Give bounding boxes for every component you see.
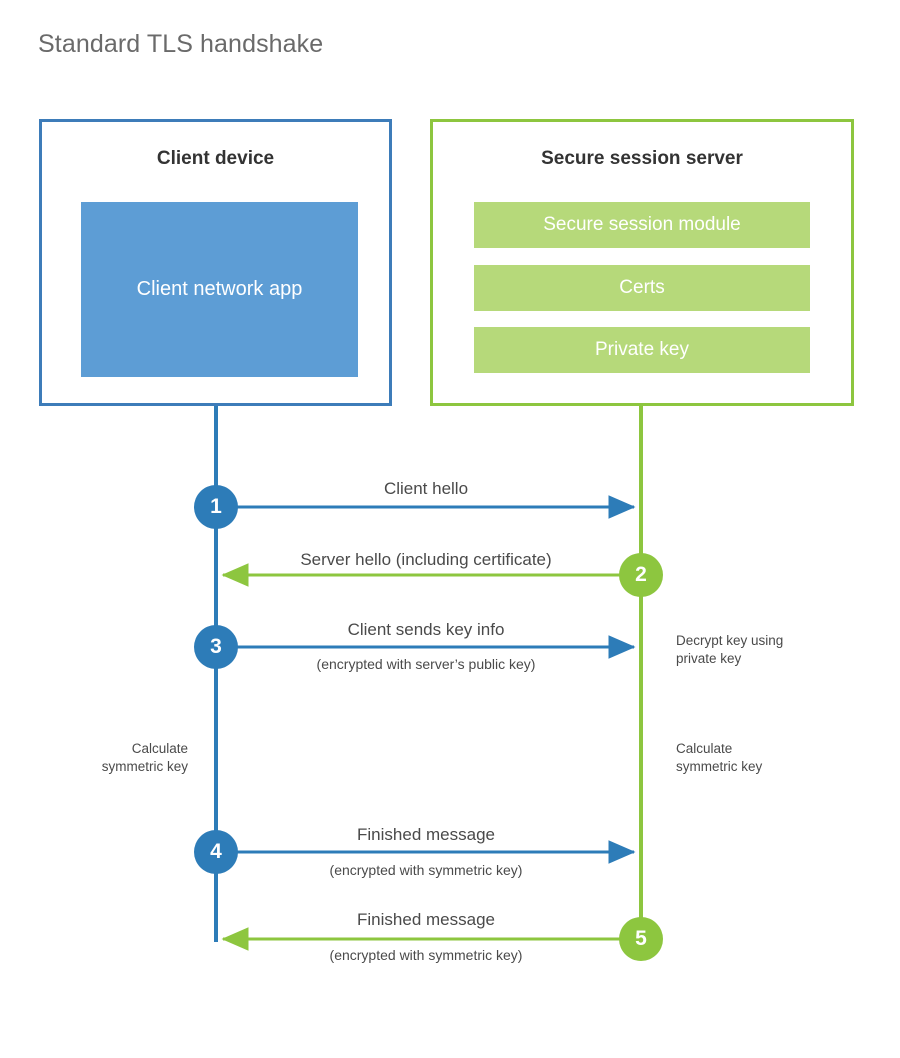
step-circle-2[interactable]: 2 — [619, 553, 663, 597]
message-label-step-1: Client hello — [383, 479, 469, 498]
secure-session-server-box: Secure session server Secure session mod… — [430, 119, 854, 406]
client-device-title: Client device — [156, 148, 275, 169]
message-sublabel-step-5: (encrypted with symmetric key) — [329, 947, 523, 963]
client-device-box: Client device Client network app — [39, 119, 392, 406]
message-label-step-5: Finished message — [357, 910, 495, 929]
server-component-private-key: Private key — [474, 327, 810, 373]
annotation-server-calculate-symmetric-key: Calculate symmetric key — [676, 741, 763, 775]
client-network-app-block: Client network app — [81, 202, 358, 377]
annotation-decrypt-key: Decrypt key using private key — [676, 633, 784, 667]
annotation-client-calculate-symmetric-key: Calculate symmetric key — [101, 741, 188, 775]
message-sublabel-step-3: (encrypted with server’s public key) — [316, 656, 536, 672]
step-circle-1[interactable]: 1 — [194, 485, 238, 529]
message-label-step-4: Finished message — [357, 825, 495, 844]
server-component-certs: Certs — [474, 265, 810, 311]
step-circle-3[interactable]: 3 — [194, 625, 238, 669]
message-sublabel-step-4: (encrypted with symmetric key) — [329, 862, 523, 878]
step-circle-5[interactable]: 5 — [619, 917, 663, 961]
page-title: Standard TLS handshake — [38, 30, 324, 58]
server-component-secure-session-module: Secure session module — [474, 202, 810, 248]
message-label-step-3: Client sends key info — [347, 620, 505, 639]
secure-session-server-title: Secure session server — [541, 148, 743, 169]
message-label-step-2: Server hello (including certificate) — [300, 550, 552, 569]
step-circle-4[interactable]: 4 — [194, 830, 238, 874]
